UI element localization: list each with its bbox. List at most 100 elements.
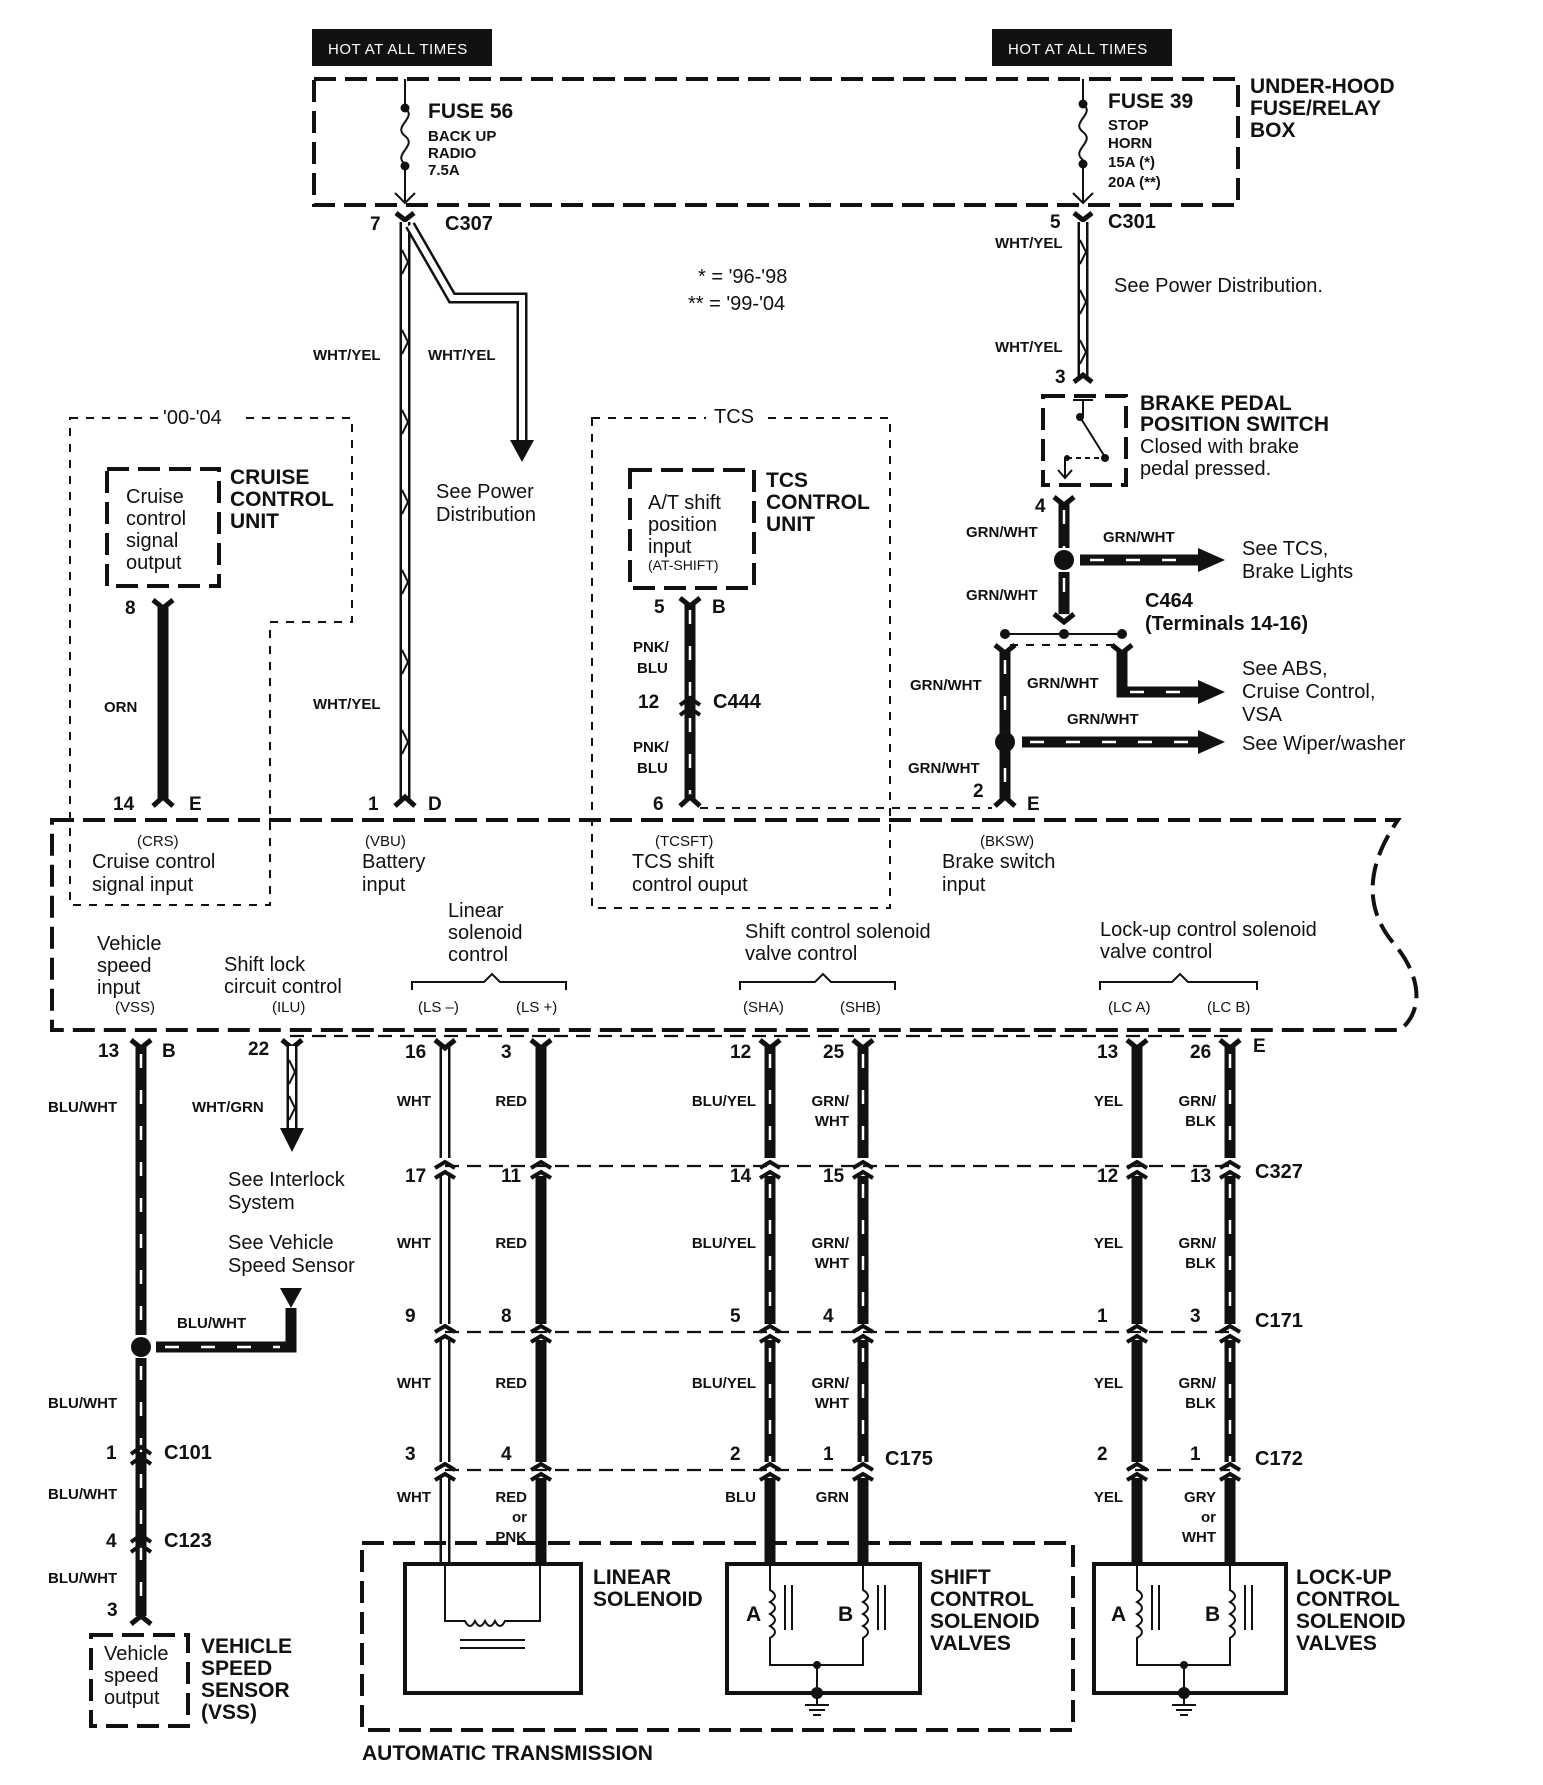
wire-label: GRN/ bbox=[812, 1235, 850, 1252]
wire-label: GRN/WHT bbox=[966, 524, 1038, 541]
wire-label: BLU/WHT bbox=[48, 1570, 117, 1587]
see-power-distribution-left[interactable]: See Power Distribution bbox=[436, 481, 536, 526]
tcs-control-unit-title: TCS CONTROL UNIT bbox=[766, 469, 870, 536]
connector-c175: C175 bbox=[885, 1448, 933, 1470]
splice-icon bbox=[995, 732, 1015, 752]
fuse-56-label: FUSE 56 BACK UP RADIO 7.5A bbox=[428, 100, 513, 179]
wire-wht-yel-power-distribution bbox=[405, 222, 534, 462]
cruise-year-group bbox=[69, 417, 353, 906]
svg-text:Brake Lights: Brake Lights bbox=[1242, 561, 1353, 583]
svg-text:Distribution: Distribution bbox=[436, 504, 536, 526]
wire-label: GRN/ bbox=[1179, 1093, 1217, 1110]
svg-text:UNDER-HOOD: UNDER-HOOD bbox=[1250, 75, 1395, 98]
svg-text:FUSE 39: FUSE 39 bbox=[1108, 90, 1193, 113]
svg-text:(SHA): (SHA) bbox=[743, 999, 784, 1016]
svg-text:signal: signal bbox=[126, 530, 178, 552]
pin-number: 3 bbox=[501, 1042, 512, 1063]
svg-text:speed: speed bbox=[97, 955, 152, 977]
pcm-box bbox=[50, 818, 1419, 1032]
see-vehicle-speed-sensor[interactable]: See Vehicle Speed Sensor bbox=[228, 1232, 355, 1277]
svg-text:output: output bbox=[104, 1687, 160, 1709]
see-power-distribution-right[interactable]: See Power Distribution. bbox=[1114, 275, 1323, 297]
svg-text:input: input bbox=[362, 874, 406, 896]
wire-label: GRN bbox=[816, 1489, 849, 1506]
wire-label: WHT/YEL bbox=[995, 235, 1063, 252]
svg-text:See Vehicle: See Vehicle bbox=[228, 1232, 334, 1254]
see-interlock-system[interactable]: See Interlock System bbox=[228, 1169, 346, 1214]
svg-text:Battery: Battery bbox=[362, 851, 425, 873]
wire-label: GRN/WHT bbox=[966, 587, 1038, 604]
terminal-icon bbox=[851, 1038, 875, 1052]
wire-label: WHT bbox=[397, 1093, 431, 1110]
pin-number: 13 bbox=[1190, 1166, 1211, 1187]
wire-label: RED bbox=[495, 1375, 527, 1392]
inline-connector-icon bbox=[758, 1461, 782, 1482]
pin-number: 5 bbox=[654, 597, 665, 618]
wire-label: GRN/WHT bbox=[1067, 711, 1139, 728]
inline-connector-icon bbox=[529, 1159, 553, 1180]
wire-label: BLU/YEL bbox=[692, 1093, 756, 1110]
connector-letter: E bbox=[189, 794, 202, 815]
wire-label: RED bbox=[495, 1489, 527, 1506]
svg-text:See ABS,: See ABS, bbox=[1242, 658, 1328, 680]
brake-switch-icon bbox=[1057, 399, 1109, 480]
svg-text:(VSS): (VSS) bbox=[201, 1701, 257, 1724]
svg-text:CONTROL: CONTROL bbox=[1296, 1588, 1400, 1611]
svg-text:signal input: signal input bbox=[92, 874, 194, 896]
hot-at-all-times-label-left: HOT AT ALL TIMES bbox=[312, 29, 492, 66]
pcm-input-bksw: (BKSW) Brake switch input bbox=[942, 833, 1055, 896]
automatic-transmission-label: AUTOMATIC TRANSMISSION bbox=[362, 1742, 653, 1765]
svg-text:(VBU): (VBU) bbox=[365, 833, 406, 850]
svg-text:C464: C464 bbox=[1145, 590, 1194, 612]
svg-text:LOCK-UP: LOCK-UP bbox=[1296, 1566, 1392, 1589]
svg-text:See TCS,: See TCS, bbox=[1242, 538, 1328, 560]
pin-number: 12 bbox=[1097, 1166, 1118, 1187]
svg-text:Shift control solenoid: Shift control solenoid bbox=[745, 921, 931, 943]
inline-connector-icon bbox=[851, 1461, 875, 1482]
pcm-input-crs: (CRS) Cruise control signal input bbox=[92, 833, 215, 896]
svg-text:** = '99-'04: ** = '99-'04 bbox=[688, 293, 785, 315]
svg-text:pedal pressed.: pedal pressed. bbox=[1140, 458, 1271, 480]
svg-text:12: 12 bbox=[638, 692, 659, 713]
pin-number: 1 bbox=[368, 794, 379, 815]
pin-number: 9 bbox=[405, 1306, 416, 1327]
wire-label: YEL bbox=[1094, 1093, 1123, 1110]
branch-see-wiper-washer[interactable]: See Wiper/washer bbox=[1022, 730, 1406, 755]
inline-connector-icon bbox=[1218, 1323, 1242, 1344]
svg-text:VALVES: VALVES bbox=[1296, 1632, 1377, 1655]
svg-text:input: input bbox=[97, 977, 141, 999]
vehicle-speed-sensor-box bbox=[89, 1633, 190, 1728]
svg-text:control: control bbox=[126, 508, 186, 530]
pin-number: 22 bbox=[248, 1039, 269, 1060]
pin-number: 17 bbox=[405, 1166, 426, 1187]
shift-solenoid-coils-icon bbox=[768, 1564, 886, 1716]
svg-text:(LC A): (LC A) bbox=[1108, 999, 1151, 1016]
wire-label: WHT/YEL bbox=[995, 339, 1063, 356]
svg-text:valve control: valve control bbox=[745, 943, 857, 965]
svg-text:Closed with brake: Closed with brake bbox=[1140, 436, 1299, 458]
inline-connector-icon bbox=[758, 1323, 782, 1344]
wire-label: BLU/WHT bbox=[48, 1486, 117, 1503]
branch-see-tcs-brake-lights[interactable]: See TCS, Brake Lights bbox=[1080, 538, 1353, 583]
svg-text:5: 5 bbox=[1050, 212, 1061, 233]
pcm-input-tcsft: (TCSFT) TCS shift control ouput bbox=[632, 833, 748, 896]
svg-text:* = '96-'98: * = '96-'98 bbox=[698, 266, 787, 288]
wire-label: YEL bbox=[1094, 1375, 1123, 1392]
svg-text:CONTROL: CONTROL bbox=[766, 491, 870, 514]
svg-text:UNIT: UNIT bbox=[766, 513, 815, 536]
shift-control-solenoid-label: SHIFT CONTROL SOLENOID VALVES bbox=[930, 1566, 1040, 1655]
branch-see-abs-cruise-vsa[interactable]: See ABS, Cruise Control, VSA bbox=[1116, 652, 1375, 726]
svg-text:BOX: BOX bbox=[1250, 119, 1296, 142]
svg-text:VSA: VSA bbox=[1242, 704, 1283, 726]
brake-pedal-position-switch-title: BRAKE PEDAL POSITION SWITCH Closed with … bbox=[1140, 392, 1329, 480]
wire-label: WHT bbox=[815, 1395, 849, 1412]
pin-number: 4 bbox=[1035, 496, 1046, 517]
vehicle-speed-output: Vehicle speed output bbox=[104, 1643, 169, 1709]
wire-label: WHT bbox=[397, 1235, 431, 1252]
svg-text:(LS +): (LS +) bbox=[516, 999, 557, 1016]
coil-b-label: B bbox=[838, 1603, 853, 1626]
cruise-control-unit-title: CRUISE CONTROL UNIT bbox=[230, 466, 334, 533]
